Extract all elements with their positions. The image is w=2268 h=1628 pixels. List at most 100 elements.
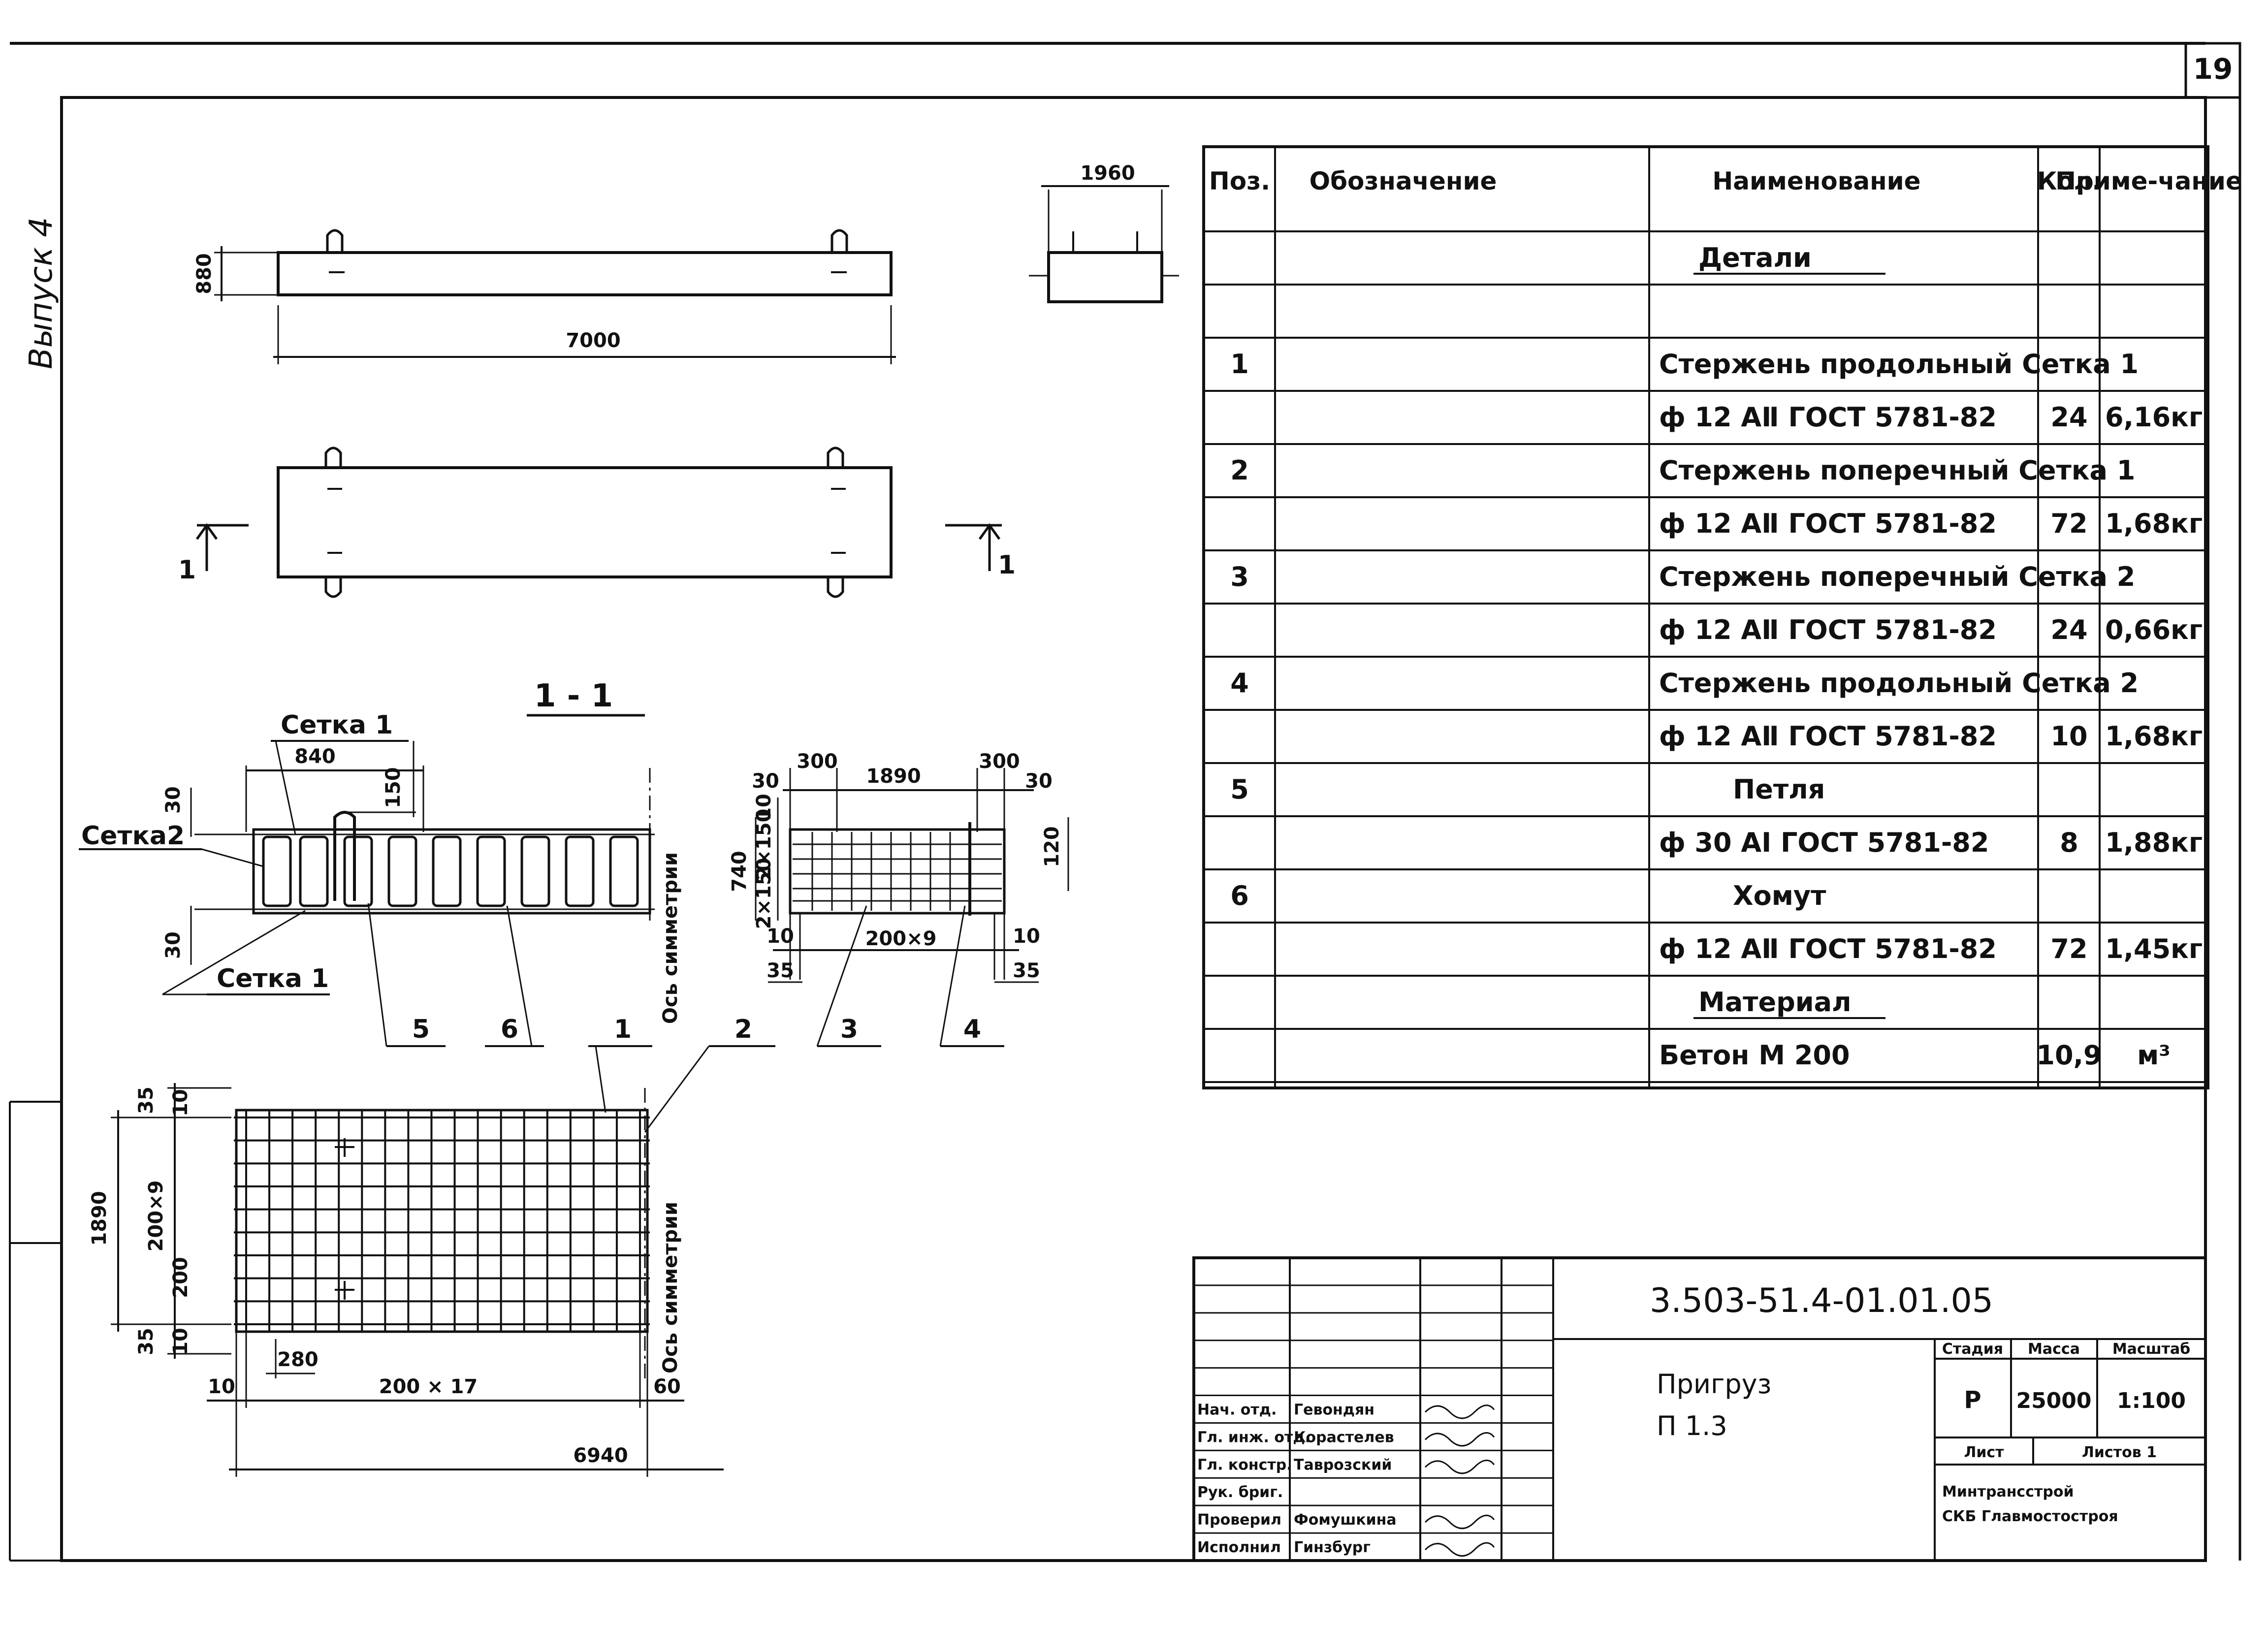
label-setka2: Сетка2 [81, 821, 185, 851]
role-name: Корастелев [1294, 1429, 1394, 1446]
dim-300-left: 300 [797, 750, 838, 773]
dim-length: 7000 [566, 329, 620, 352]
leader-label-4: 4 [963, 1015, 981, 1044]
row-note: 1,88кг [2105, 827, 2203, 858]
dim-120: 120 [1041, 826, 1063, 867]
row-name: Стержень продольный Сетка 2 [1659, 668, 2139, 699]
role-label: Гл. инж. отд. [1197, 1429, 1310, 1446]
dim-200x9-end: 200×9 [865, 927, 937, 950]
dim-2x150-b: 2×150 [753, 858, 775, 929]
row-note: 1,45кг [2105, 933, 2203, 964]
row-name: Стержень поперечный Сетка 1 [1659, 455, 2135, 486]
dim-10-left-mesh: 10 [208, 1375, 235, 1398]
lifting-loop-icon [326, 229, 344, 253]
mesh-plan: 1890 200×9 200 35 10 35 10 280 10 200 × … [88, 1083, 724, 1477]
row-qty: 10,9 [2036, 1040, 2102, 1071]
row-name: Петля [1733, 774, 1825, 805]
row-pos: 6 [1230, 880, 1249, 911]
row-note: 6,16кг [2105, 402, 2203, 433]
signature-mark [1424, 1460, 1495, 1474]
dim-30-top: 30 [162, 786, 185, 814]
sheets-label: Листов 1 [2082, 1444, 2157, 1461]
row-name: ф 12 АⅡ ГОСТ 5781-82 [1659, 402, 1997, 433]
title-block-role-row: Гл. констр.Таврозский [1197, 1456, 1495, 1474]
specification-table: Поз. Обозначение Наименование Кол. Приме… [1202, 145, 2242, 1089]
leader-label-5: 5 [412, 1015, 430, 1044]
table-row: Материал [1693, 987, 1885, 1019]
dim-200x9-mesh: 200×9 [145, 1181, 167, 1252]
dim-10-top: 10 [753, 794, 775, 821]
label-setka1-bottom: Сетка 1 [217, 964, 329, 993]
stage-label: Стадия [1942, 1341, 2003, 1358]
row-name: Стержень продольный Сетка 1 [1659, 349, 2139, 380]
dim-1890-mesh: 1890 [88, 1191, 111, 1245]
item-name: Пригруз [1657, 1369, 1771, 1400]
signature-mark [1424, 1514, 1495, 1530]
role-name: Гинзбург [1294, 1539, 1371, 1556]
org-line-1: Минтрансстрой [1942, 1483, 2074, 1500]
dim-740: 740 [728, 851, 751, 892]
block-end-view [1047, 251, 1163, 303]
dim-60: 60 [653, 1375, 681, 1398]
stage-value: Р [1964, 1386, 1981, 1414]
role-name: Фомушкина [1294, 1511, 1397, 1529]
lifting-loop-icon [324, 577, 342, 598]
header-note: Приме-чание [2055, 167, 2242, 195]
row-name: ф 12 АⅡ ГОСТ 5781-82 [1659, 933, 1997, 964]
row-pos: 5 [1230, 774, 1249, 805]
item-mark: П 1.3 [1657, 1410, 1727, 1441]
dim-200-mesh: 200 [169, 1257, 192, 1298]
axis-label-mesh: Ось симметрии [659, 1202, 682, 1373]
lifting-loop-icon [324, 447, 342, 468]
row-qty: 8 [2060, 827, 2078, 858]
role-label: Гл. констр. [1197, 1456, 1292, 1473]
role-label: Исполнил [1197, 1539, 1281, 1556]
title-block-role-row: Гл. инж. отд.Корастелев [1197, 1429, 1495, 1447]
side-view: 1 1 [178, 447, 1016, 598]
lifting-loop-icon [831, 229, 848, 253]
row-note: 1,68кг [2105, 508, 2203, 539]
role-label: Проверил [1197, 1511, 1281, 1529]
dim-10-right-end: 10 [1013, 925, 1040, 948]
lifting-loop-icon [827, 447, 844, 468]
mesh-grid [234, 1110, 650, 1332]
title-block-role-row: Нач. отд.Гевондян [1197, 1402, 1495, 1419]
dim-end-width: 1960 [1080, 162, 1135, 185]
title-block-role-row: Рук. бриг. [1197, 1484, 1283, 1501]
section-mark-left: 1 [178, 555, 196, 585]
dim-6940: 6940 [573, 1444, 628, 1467]
dim-height: 880 [193, 253, 216, 294]
row-qty: 24 [2050, 614, 2087, 645]
leader-label-3: 3 [840, 1015, 858, 1044]
title-block-role-row: Исполнил Гинзбург [1197, 1539, 1495, 1557]
dim-35-top-mesh: 35 [135, 1086, 158, 1114]
role-label: Рук. бриг. [1197, 1484, 1283, 1501]
dim-35-right-end: 35 [1013, 959, 1040, 982]
label-setka1-top: Сетка 1 [281, 710, 393, 740]
row-name: Бетон М 200 [1659, 1040, 1850, 1071]
leader-label-1: 1 [614, 1015, 632, 1044]
row-name: ф 12 АⅡ ГОСТ 5781-82 [1659, 508, 1997, 539]
row-name: ф 12 АⅡ ГОСТ 5781-82 [1659, 721, 1997, 752]
header-qty: Кол. [2037, 167, 2102, 195]
row-note: 1,68кг [2105, 721, 2203, 752]
title-block: 3.503-51.4-01.01.05 Пригруз П 1.3 Стадия… [1192, 1256, 2207, 1562]
row-name: Материал [1698, 987, 1852, 1018]
row-name: ф 12 АⅡ ГОСТ 5781-82 [1659, 614, 1997, 645]
mass-value: 25000 [2016, 1388, 2091, 1413]
block-top-view [277, 251, 893, 296]
dim-200x17: 200 × 17 [379, 1375, 478, 1398]
drawing-code: 3.503-51.4-01.01.05 [1650, 1281, 1993, 1320]
sheet-label: Лист [1964, 1444, 2004, 1461]
row-name: Детали [1698, 242, 1812, 273]
signature-mark [1424, 1432, 1495, 1447]
side-note: Выпуск 4 [23, 217, 60, 369]
row-qty: 10 [2050, 721, 2087, 752]
dim-280: 280 [277, 1348, 319, 1371]
